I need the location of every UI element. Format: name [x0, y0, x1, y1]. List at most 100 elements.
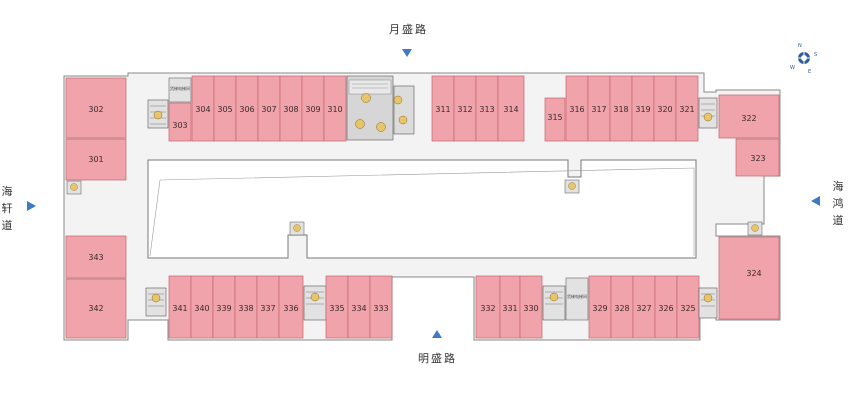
unit-337[interactable]: 337 [256, 275, 280, 339]
unit-338-label: 338 [238, 304, 253, 313]
unit-335-label: 335 [329, 304, 344, 313]
unit-318-label: 318 [613, 105, 628, 114]
unit-324[interactable]: 324 [718, 236, 780, 320]
unit-339-label: 339 [216, 304, 231, 313]
stairwell-s-mid-west [303, 285, 327, 321]
unit-324-label: 324 [746, 269, 761, 278]
stairwell-ne [698, 97, 718, 129]
compass-e: E [808, 69, 811, 75]
unit-302[interactable]: 302 [65, 77, 127, 139]
freight-elevator-label-nw: 货梯电梯间 [170, 85, 190, 91]
unit-320-label: 320 [657, 105, 672, 114]
unit-306[interactable]: 306 [235, 75, 259, 142]
atrium-skylight-line [149, 167, 695, 257]
unit-341[interactable]: 341 [168, 275, 192, 339]
unit-318[interactable]: 318 [609, 75, 633, 142]
unit-302-label: 302 [88, 105, 103, 114]
unit-320[interactable]: 320 [653, 75, 677, 142]
unit-341-label: 341 [172, 304, 187, 313]
unit-311-label: 311 [435, 105, 450, 114]
unit-322[interactable]: 322 [718, 94, 780, 139]
unit-333-label: 333 [373, 304, 388, 313]
unit-316-label: 316 [569, 105, 584, 114]
stairwell-s-mid-east [542, 285, 566, 321]
unit-330-label: 330 [523, 304, 538, 313]
unit-316[interactable]: 316 [565, 75, 589, 142]
unit-334-label: 334 [351, 304, 366, 313]
unit-335[interactable]: 335 [325, 275, 349, 339]
compass-n: N [798, 43, 802, 49]
unit-329-label: 329 [592, 304, 607, 313]
compass-s: S [814, 52, 817, 58]
unit-307[interactable]: 307 [257, 75, 281, 142]
unit-312[interactable]: 312 [453, 75, 477, 142]
unit-319-label: 319 [635, 105, 650, 114]
unit-340-label: 340 [194, 304, 209, 313]
lift-icon-west [66, 180, 82, 195]
unit-340[interactable]: 340 [190, 275, 214, 339]
unit-330[interactable]: 330 [519, 275, 543, 339]
unit-336[interactable]: 336 [278, 275, 304, 339]
freight-elevator-nw: 货梯电梯间 [168, 77, 192, 103]
unit-325-label: 325 [680, 304, 695, 313]
unit-343[interactable]: 343 [65, 235, 127, 279]
west-arrow-icon [27, 201, 36, 211]
east-arrow-icon [811, 196, 820, 206]
unit-308-label: 308 [283, 105, 298, 114]
unit-325[interactable]: 325 [676, 275, 700, 339]
unit-309-label: 309 [305, 105, 320, 114]
unit-332-label: 332 [480, 304, 495, 313]
unit-342[interactable]: 342 [65, 278, 127, 339]
unit-339[interactable]: 339 [212, 275, 236, 339]
unit-328-label: 328 [614, 304, 629, 313]
unit-331[interactable]: 331 [499, 275, 521, 339]
compass-w: W [790, 65, 795, 71]
unit-315-label: 315 [547, 113, 562, 122]
freight-elevator-label-se: 货梯电梯间 [567, 293, 587, 299]
lift-icon-atrium-ne [564, 179, 580, 194]
unit-313-label: 313 [479, 105, 494, 114]
unit-326[interactable]: 326 [654, 275, 678, 339]
lift-icon-atrium-sw [289, 221, 305, 236]
stairwell-nw [147, 99, 169, 129]
unit-327-label: 327 [636, 304, 651, 313]
unit-326-label: 326 [658, 304, 673, 313]
unit-315[interactable]: 315 [544, 97, 566, 142]
unit-308[interactable]: 308 [279, 75, 303, 142]
stairwell-se [698, 287, 718, 319]
unit-311[interactable]: 311 [431, 75, 455, 142]
unit-323[interactable]: 323 [735, 138, 780, 177]
unit-306-label: 306 [239, 105, 254, 114]
unit-314[interactable]: 314 [497, 75, 525, 142]
unit-313[interactable]: 313 [475, 75, 499, 142]
unit-305[interactable]: 305 [213, 75, 237, 142]
unit-333[interactable]: 333 [369, 275, 393, 339]
central-atrium [147, 159, 697, 259]
unit-323-label: 323 [750, 154, 765, 163]
unit-317[interactable]: 317 [587, 75, 611, 142]
unit-327[interactable]: 327 [632, 275, 656, 339]
unit-304[interactable]: 304 [191, 75, 215, 142]
unit-301-label: 301 [88, 155, 103, 164]
unit-303[interactable]: 303 [168, 102, 192, 142]
unit-334[interactable]: 334 [347, 275, 371, 339]
freight-elevator-se: 货梯电梯间 [565, 277, 589, 321]
unit-301[interactable]: 301 [65, 138, 127, 181]
unit-329[interactable]: 329 [588, 275, 612, 339]
unit-336-label: 336 [283, 304, 298, 313]
unit-303-label: 303 [172, 121, 187, 130]
unit-338[interactable]: 338 [234, 275, 258, 339]
road-label-south: 明盛路 [418, 352, 457, 365]
unit-321[interactable]: 321 [675, 75, 699, 142]
unit-322-label: 322 [741, 114, 756, 123]
unit-304-label: 304 [195, 105, 210, 114]
unit-319[interactable]: 319 [631, 75, 655, 142]
unit-309[interactable]: 309 [301, 75, 325, 142]
unit-317-label: 317 [591, 105, 606, 114]
unit-343-label: 343 [88, 253, 103, 262]
lift-icon-east [747, 221, 763, 236]
unit-332[interactable]: 332 [475, 275, 501, 339]
compass-icon: N S W E [790, 43, 817, 75]
unit-328[interactable]: 328 [610, 275, 634, 339]
unit-310[interactable]: 310 [323, 75, 347, 142]
